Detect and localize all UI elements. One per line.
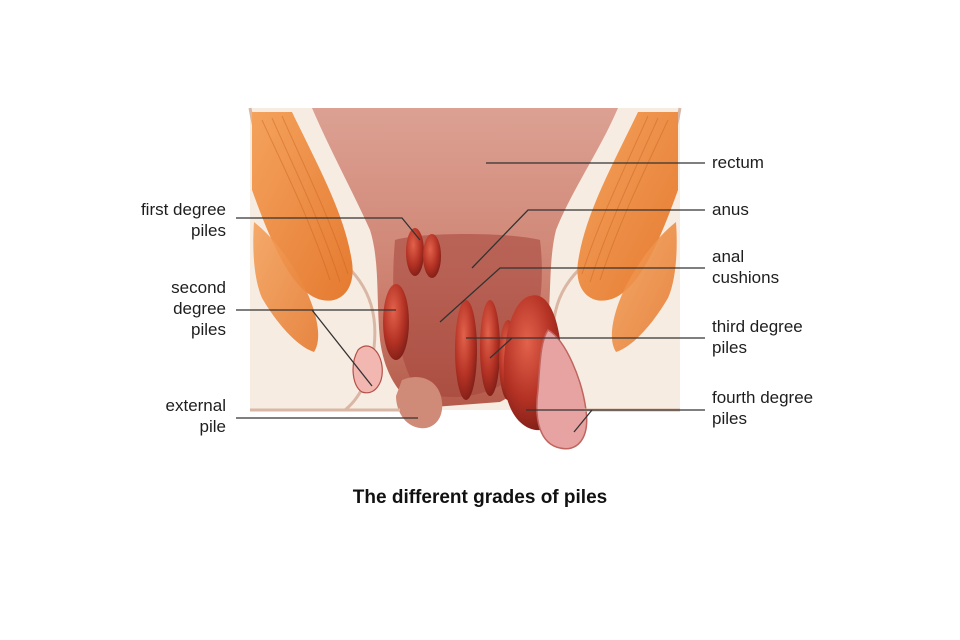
label-fourth-degree: fourth degree piles [712, 387, 813, 429]
right-muscle-upper [577, 112, 678, 301]
label-anal-cushions-line1: anal [712, 247, 745, 266]
label-anus: anus [712, 199, 749, 220]
leader-first-degree [236, 217, 421, 241]
label-external-line1: external [165, 396, 226, 415]
label-second-degree-line3: piles [191, 320, 226, 339]
figure-caption: The different grades of piles [352, 487, 608, 508]
fourth-degree-prolapse [536, 329, 588, 450]
label-external-line2: pile [199, 417, 226, 436]
muscle-striations [261, 115, 669, 283]
label-first-degree-line2: piles [191, 221, 226, 240]
label-third-degree-line2: piles [712, 338, 747, 357]
label-external: external pile [100, 395, 226, 437]
leader-left-vein [311, 309, 373, 387]
leader-anal-cushions [439, 267, 705, 323]
label-rectum: rectum [712, 152, 764, 173]
label-anal-cushions: anal cushions [712, 246, 779, 288]
leader-third-degree-branch [489, 337, 513, 359]
label-third-degree-line1: third degree [712, 317, 803, 336]
label-first-degree: first degree piles [100, 199, 226, 241]
label-second-degree-line1: second [171, 278, 226, 297]
label-first-degree-line1: first degree [140, 200, 226, 219]
label-second-degree-line2: degree [173, 299, 226, 318]
leader-lines [236, 162, 705, 433]
second-degree-pile [383, 284, 409, 360]
external-pile [396, 376, 443, 429]
leader-fourth-degree-branch [573, 409, 593, 433]
left-vein-cluster [352, 345, 383, 394]
label-second-degree: second degree piles [100, 277, 226, 340]
label-fourth-degree-line1: fourth degree [712, 388, 814, 407]
label-anus-text: anus [712, 200, 749, 219]
label-rectum-text: rectum [712, 153, 764, 172]
leader-anus [471, 209, 705, 269]
right-muscle-lower [611, 222, 677, 352]
label-anal-cushions-line2: cushions [712, 268, 780, 287]
label-fourth-degree-line2: piles [712, 409, 747, 428]
label-third-degree: third degree piles [712, 316, 803, 358]
left-muscle-lower [253, 222, 319, 352]
left-muscle-upper [252, 112, 353, 301]
